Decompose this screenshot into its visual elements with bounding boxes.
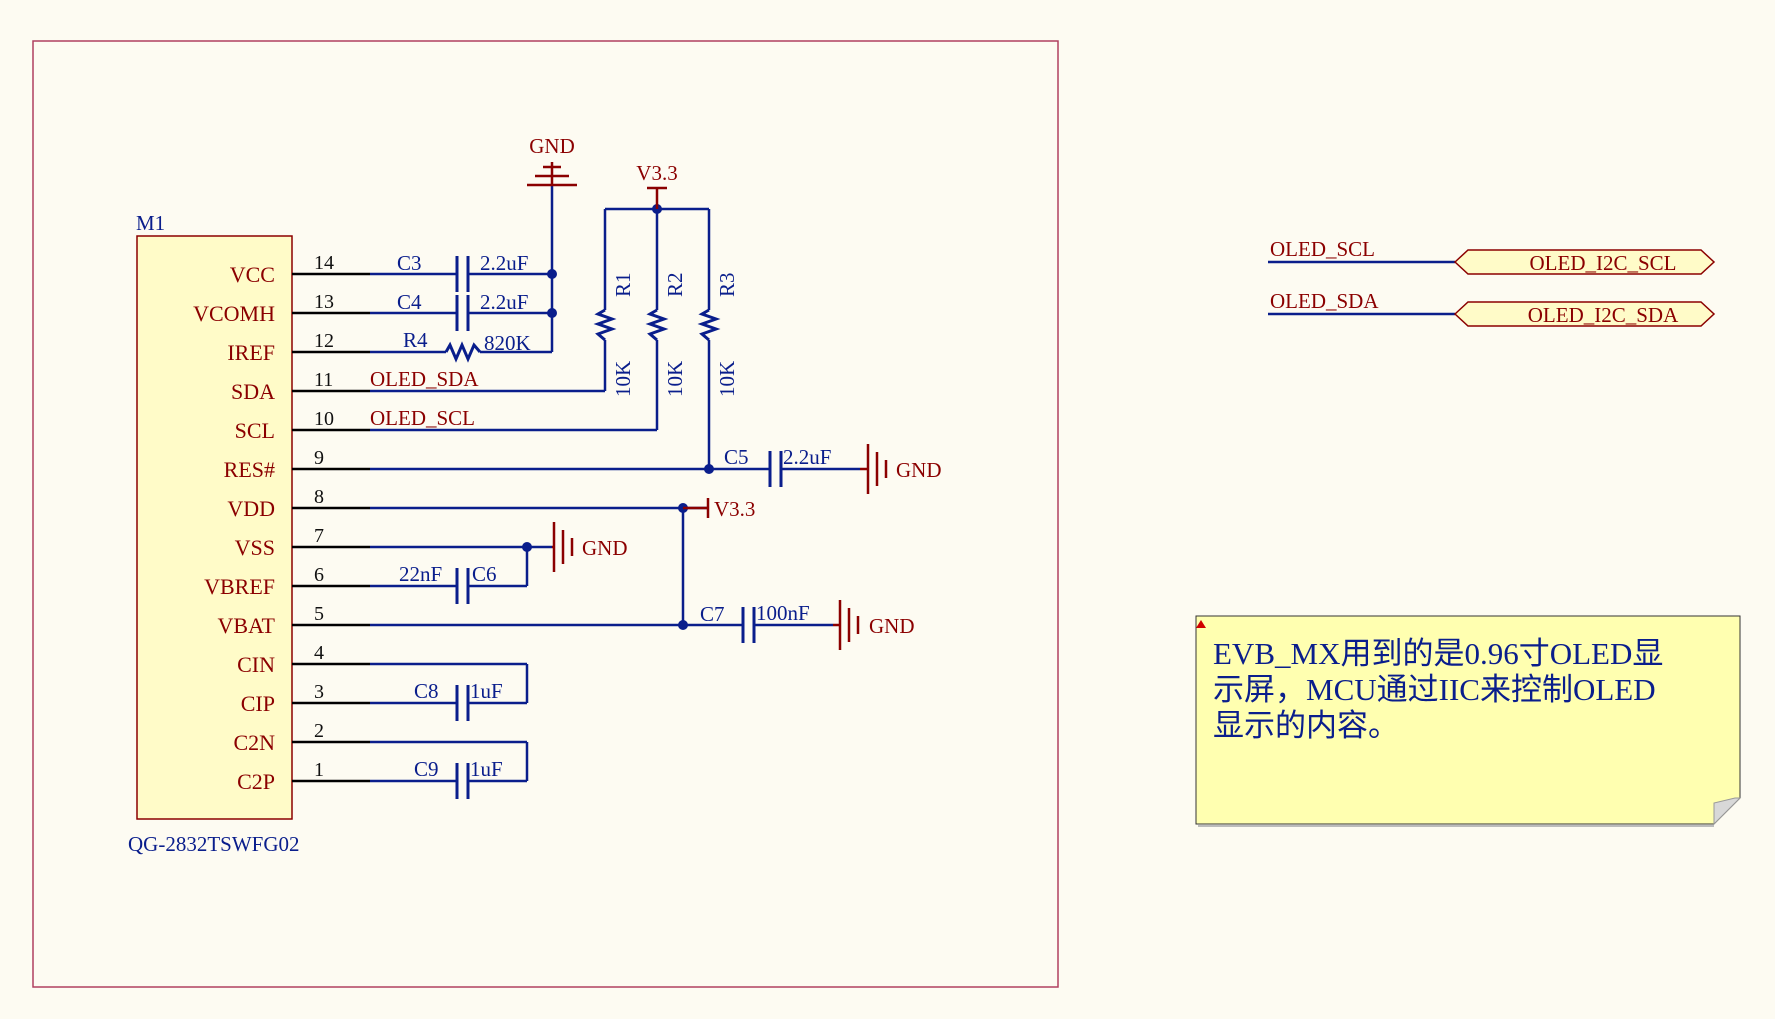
sheet-border (32, 40, 1059, 988)
port-sda-netlabel: OLED_SDA (1270, 289, 1379, 313)
resistor-r4-designator: R4 (403, 328, 428, 352)
pin-number: 9 (314, 447, 324, 469)
pin-number: 7 (314, 525, 324, 547)
component-body-m1[interactable] (136, 235, 293, 820)
pin-name: C2N (233, 730, 275, 755)
gnd-symbol-top (527, 162, 577, 187)
net-label-scl: OLED_SCL (370, 406, 475, 430)
pin-number: 13 (314, 291, 334, 313)
v33-symbol-right (683, 498, 710, 518)
pin-name: SCL (235, 418, 275, 443)
resistor-r3[interactable] (697, 308, 721, 342)
v33-symbol-top (647, 186, 667, 209)
pin-name: RES# (224, 457, 275, 482)
pin-number: 4 (314, 642, 324, 664)
capacitor-c4-value: 2.2uF (480, 290, 528, 314)
capacitor-c7-designator: C7 (700, 602, 725, 626)
pin-number: 1 (314, 759, 324, 781)
resistor-r4[interactable] (444, 341, 482, 363)
v33-label-right: V3.3 (714, 497, 755, 521)
pin-number: 8 (314, 486, 324, 508)
capacitor-c8-value: 1uF (470, 679, 503, 703)
capacitor-c9[interactable] (455, 763, 470, 799)
pin-name: CIN (237, 652, 275, 677)
gnd-symbol-c7 (833, 600, 860, 650)
pin-number: 3 (314, 681, 324, 703)
port-sda[interactable] (1268, 301, 1716, 327)
pin-numbers: 14 13 12 11 10 9 8 7 6 5 4 3 2 1 (314, 252, 334, 781)
component-part-number: QG-2832TSWFG02 (128, 832, 300, 856)
pin-name: VCC (230, 262, 275, 287)
capacitor-c3[interactable] (455, 256, 470, 292)
component-designator: M1 (136, 211, 165, 235)
resistor-r3-value: 10K (715, 361, 739, 397)
resistor-r2-designator: R2 (663, 272, 687, 297)
component-pins (292, 272, 370, 783)
gnd-symbol-vss (552, 522, 574, 572)
pin-number: 6 (314, 564, 324, 586)
net-label-sda: OLED_SDA (370, 367, 479, 391)
gnd-symbol-c5 (860, 444, 888, 494)
note-line-3: 显示的内容。 (1213, 708, 1399, 743)
pin-name: VSS (235, 535, 275, 560)
pin-number: 14 (314, 252, 334, 274)
resistor-r3-designator: R3 (715, 272, 739, 297)
junctions (522, 204, 714, 630)
port-scl-netlabel: OLED_SCL (1270, 237, 1375, 261)
capacitor-c6-value: 22nF (399, 562, 442, 586)
resistor-r2-value: 10K (663, 361, 687, 397)
pin-name: IREF (227, 340, 275, 365)
pin-name: CIP (241, 691, 275, 716)
capacitor-c8-designator: C8 (414, 679, 439, 703)
capacitor-c5-designator: C5 (724, 445, 749, 469)
note-line-2: 示屏，MCU通过IIC来控制OLED (1213, 672, 1656, 707)
capacitor-c8[interactable] (455, 685, 470, 721)
port-scl-name: OLED_I2C_SCL (1530, 251, 1677, 275)
note-line-1: EVB_MX用到的是0.96寸OLED显 (1213, 636, 1663, 671)
pin-number: 2 (314, 720, 324, 742)
resistor-r1-value: 10K (611, 361, 635, 397)
pin-name: C2P (237, 769, 275, 794)
pin-name: VBREF (204, 574, 275, 599)
capacitor-c6-designator: C6 (472, 562, 497, 586)
sticky-note[interactable] (1195, 615, 1742, 827)
capacitor-c9-designator: C9 (414, 757, 439, 781)
note-collapse-icon[interactable] (1196, 620, 1206, 628)
pin-name: VBAT (218, 613, 276, 638)
capacitor-c5-value: 2.2uF (783, 445, 831, 469)
pin-number: 10 (314, 408, 334, 430)
capacitor-c6[interactable] (455, 568, 470, 604)
capacitor-c7-value: 100nF (756, 601, 810, 625)
resistor-r1[interactable] (593, 308, 617, 342)
pin-number: 11 (314, 369, 333, 391)
gnd-label-vss: GND (582, 536, 628, 560)
gnd-label-c7: GND (869, 614, 915, 638)
capacitor-c4-designator: C4 (397, 290, 422, 314)
capacitor-c7[interactable] (741, 607, 756, 643)
gnd-label-c5: GND (896, 458, 942, 482)
capacitor-c3-designator: C3 (397, 251, 422, 275)
pin-names: VCC VCOMH IREF SDA SCL RES# VDD VSS VBRE… (193, 262, 275, 794)
resistor-r2[interactable] (645, 308, 669, 342)
pin-name: VDD (227, 496, 275, 521)
pin-name: SDA (231, 379, 275, 404)
pin-number: 5 (314, 603, 324, 625)
capacitor-c3-value: 2.2uF (480, 251, 528, 275)
pin-name: VCOMH (193, 301, 275, 326)
capacitor-c9-value: 1uF (470, 757, 503, 781)
capacitor-c5[interactable] (768, 451, 783, 487)
gnd-label-top: GND (529, 134, 575, 158)
v33-label-top: V3.3 (636, 161, 677, 185)
capacitor-c4[interactable] (455, 295, 470, 331)
pin-number: 12 (314, 330, 334, 352)
port-scl[interactable] (1268, 249, 1716, 275)
port-sda-name: OLED_I2C_SDA (1528, 303, 1679, 327)
resistor-r1-designator: R1 (611, 272, 635, 297)
wires (370, 185, 860, 783)
resistor-r4-value: 820K (484, 331, 531, 355)
